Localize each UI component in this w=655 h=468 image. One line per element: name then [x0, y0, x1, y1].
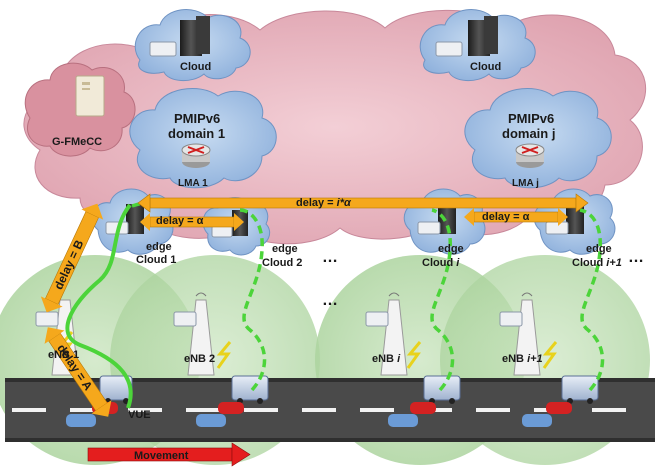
label-domainj-line1: PMIPv6 — [508, 111, 554, 126]
label-enbi1: eNB i+1 — [502, 353, 543, 365]
car-red-icon — [546, 402, 572, 414]
vue-connection-path — [65, 203, 133, 409]
label-edge2-line1: edge — [272, 243, 298, 255]
gfmecc-server-icon — [75, 75, 105, 117]
server-rack-icon — [149, 16, 210, 57]
enb-i — [365, 292, 422, 376]
label-gfmecc: G-FMeCC — [52, 136, 102, 148]
gfmecc-cloud — [24, 62, 136, 157]
car-blue-icon — [522, 414, 552, 427]
vehicles-group-2 — [196, 375, 269, 427]
enb-2 — [173, 292, 232, 376]
label-enb2: eNB 2 — [184, 353, 215, 365]
label-delay-long: delay = i*α — [296, 197, 352, 209]
edge-server-icon — [417, 204, 456, 235]
car-blue-icon — [66, 414, 96, 427]
label-delay-alpha-right: delay = α — [482, 211, 530, 223]
pmipv6-domain-1 — [129, 88, 277, 189]
vehicles-group-4 — [522, 375, 599, 427]
label-edgei1-line2: Cloud i+1 — [572, 257, 622, 269]
delay-arrows — [40, 193, 589, 417]
label-domain1-line2: domain 1 — [168, 126, 225, 141]
label-domain1-line1: PMIPv6 — [174, 111, 220, 126]
label-edgei1-line1: edge — [586, 243, 612, 255]
label-lmaj: LMA j — [512, 178, 539, 189]
label-enb1: eNB 1 — [48, 349, 79, 361]
car-blue-icon — [388, 414, 418, 427]
label-lma1: LMA 1 — [178, 178, 208, 189]
label-delay-alpha-left: delay = α — [156, 215, 204, 227]
label-vue: VUE — [128, 409, 151, 421]
label-edge1-line1: edge — [146, 241, 172, 253]
bus-icon — [231, 375, 269, 404]
edge-server-icon — [545, 204, 584, 235]
pmipv6-domain-j — [464, 88, 612, 189]
ellipsis-top-1: … — [322, 249, 338, 266]
router-icon — [515, 143, 545, 168]
label-edge2-line2: Cloud 2 — [262, 257, 302, 269]
ellipsis-mid: … — [322, 292, 338, 309]
label-movement: Movement — [134, 450, 189, 462]
label-edgei-line2: Cloud i — [422, 257, 460, 269]
car-blue-icon — [196, 414, 226, 427]
enb-i1 — [499, 292, 558, 376]
label-cloud-left: Cloud — [180, 61, 211, 73]
label-edge1-line2: Cloud 1 — [136, 254, 176, 266]
car-red-icon — [218, 402, 244, 414]
router-icon — [181, 143, 211, 168]
label-edgei-line1: edge — [438, 243, 464, 255]
ellipsis-top-2: … — [628, 249, 644, 266]
label-enbi: eNB i — [372, 353, 401, 365]
bus-icon — [561, 375, 599, 404]
movement-arrow — [87, 442, 251, 467]
car-red-icon — [410, 402, 436, 414]
label-domainj-line2: domain j — [502, 126, 555, 141]
cloud-left — [134, 9, 251, 81]
server-rack-icon — [435, 16, 498, 57]
label-cloud-right: Cloud — [470, 61, 501, 73]
cloud-right — [419, 9, 536, 81]
vehicles-group-3 — [388, 375, 461, 427]
